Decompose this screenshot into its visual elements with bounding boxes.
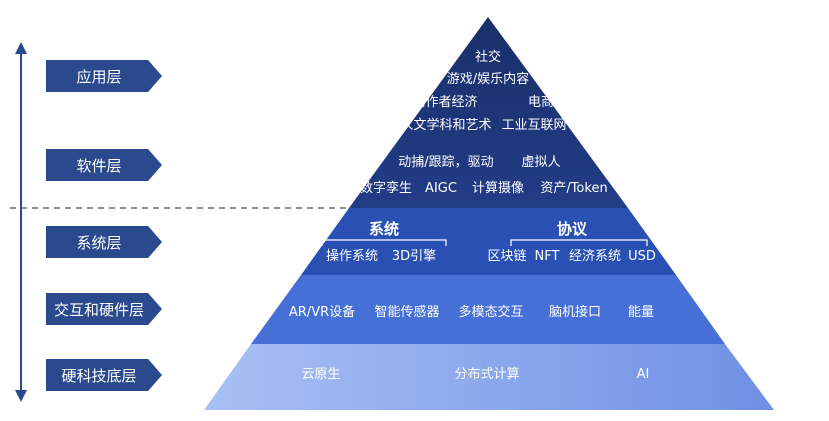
item-computational-photography: 计算摄像 <box>471 181 525 196</box>
tier-hardware <box>251 275 725 344</box>
system-bracket <box>321 239 447 246</box>
item-nft: NFT <box>534 249 560 264</box>
item-operating-system: 操作系统 <box>325 249 379 264</box>
label-application-layer: 应用层 <box>46 60 162 92</box>
item-3d-engine: 3D引擎 <box>391 249 437 264</box>
item-ai: AI <box>636 367 650 382</box>
item-brain-computer-interface: 脑机接口 <box>548 305 602 320</box>
item-ecommerce: 电商 <box>527 95 555 110</box>
item-digital-twin: 数字孪生 <box>359 181 413 196</box>
item-multimodal-interaction: 多模态交互 <box>458 305 524 320</box>
item-creator-economy: 创作者经济 <box>412 95 478 110</box>
label-software-layer: 软件层 <box>46 149 162 181</box>
item-economic-system: 经济系统 <box>568 249 622 264</box>
item-aigc: AIGC <box>425 181 457 196</box>
tier-bottom <box>204 344 774 410</box>
item-energy: 能量 <box>627 305 655 320</box>
item-blockchain: 区块链 <box>487 249 527 264</box>
item-social: 社交 <box>474 50 502 65</box>
item-gaming-entertainment: 游戏/娱乐内容 <box>446 72 530 87</box>
tier-software-application <box>349 17 628 208</box>
item-motion-capture: 动捕/跟踪，驱动 <box>398 155 494 170</box>
arrow-down-icon <box>15 390 27 402</box>
item-humanities-arts: 人文学科和艺术 <box>400 118 492 133</box>
item-cloud-native: 云原生 <box>301 367 341 382</box>
tier-system <box>301 208 676 275</box>
item-smart-sensor: 智能传感器 <box>374 305 440 320</box>
item-ar-vr-device: AR/VR设备 <box>288 305 356 320</box>
group-title-protocol: 协议 <box>556 220 588 238</box>
item-distributed-computing: 分布式计算 <box>454 367 520 382</box>
group-title-system: 系统 <box>368 220 400 238</box>
item-assets-token: 资产/Token <box>540 181 608 196</box>
label-hardware-layer: 交互和硬件层 <box>46 293 162 325</box>
item-usd: USD <box>628 249 656 264</box>
item-industrial-internet: 工业互联网 <box>501 118 567 133</box>
protocol-bracket <box>510 239 648 246</box>
arrow-up-icon <box>15 42 27 54</box>
label-deep-tech-layer: 硬科技底层 <box>46 359 162 391</box>
label-system-layer: 系统层 <box>46 226 162 258</box>
item-virtual-human: 虚拟人 <box>521 155 561 170</box>
